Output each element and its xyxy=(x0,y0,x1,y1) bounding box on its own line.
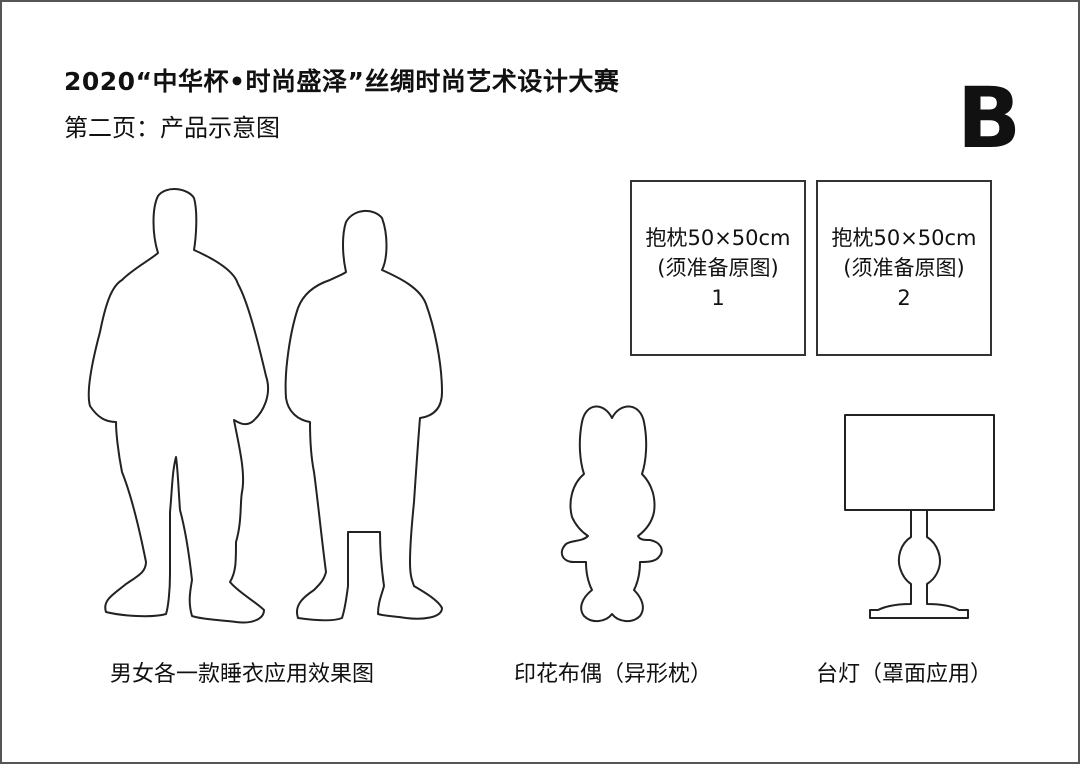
pillow-size-label: 抱枕50×50cm xyxy=(645,226,791,250)
pillow-note-label: (须准备原图) xyxy=(657,256,779,280)
page-title: 2020“中华杯•时尚盛泽”丝绸时尚艺术设计大赛 xyxy=(64,67,620,96)
pillow-size-label: 抱枕50×50cm xyxy=(831,226,977,250)
page-badge: B xyxy=(957,69,1022,167)
caption-doll: 印花布偶（异形枕） xyxy=(514,662,713,687)
pillow-number: 2 xyxy=(897,286,911,310)
caption-pajamas: 男女各一款睡衣应用效果图 xyxy=(110,662,375,687)
pillow-box-2: 抱枕50×50cm (须准备原图) 2 xyxy=(816,180,992,356)
pillow-number: 1 xyxy=(711,286,725,310)
pillow-box-1: 抱枕50×50cm (须准备原图) 1 xyxy=(630,180,806,356)
page-subtitle: 第二页：产品示意图 xyxy=(64,114,280,142)
caption-lamp: 台灯（罩面应用） xyxy=(816,662,993,687)
pillow-note-label: (须准备原图) xyxy=(843,256,965,280)
